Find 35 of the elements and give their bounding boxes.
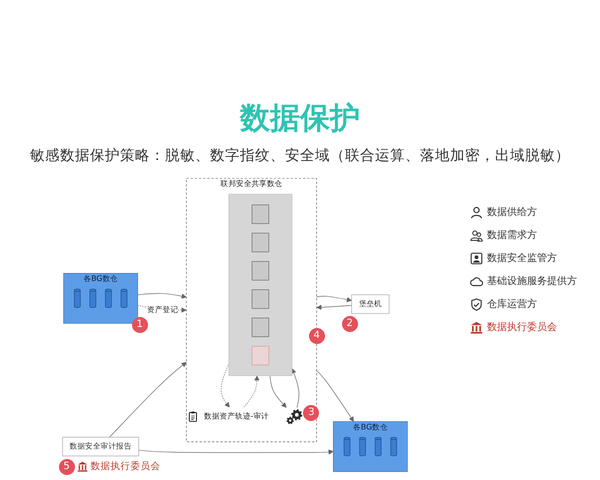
callout-number: 1 [132, 317, 148, 334]
callout-number: 5 [58, 458, 75, 475]
legend-text: 数据需求方 [487, 228, 537, 242]
arrow [316, 370, 354, 422]
legend-text: 数据安全监管方 [487, 252, 557, 265]
node-cylinder [390, 437, 398, 456]
node-box [252, 346, 270, 366]
legend-text: 仓库运营方 [487, 298, 537, 311]
arrow [138, 449, 334, 455]
node-cylinder [90, 288, 96, 308]
legend-text: 数据供给方 [487, 206, 537, 219]
arrow [270, 375, 287, 408]
node-cylinder [105, 288, 112, 308]
arrow [316, 304, 352, 310]
arrow [291, 368, 300, 408]
node-cylinder [374, 437, 382, 456]
legend-text: 基础设施服务提供方 [487, 274, 577, 288]
node-cylinder [74, 288, 81, 308]
subtitle: 敏感数据保护策略：脱敏、数字指纹、安全域（联合运算、落地加密，出域脱敏） [29, 146, 571, 166]
node-cylinder [120, 288, 128, 308]
legend-text: 数据执行委员会 [487, 320, 557, 334]
node-box [252, 261, 270, 280]
note-text: 数据执行委员会 [90, 460, 161, 473]
node-box [252, 232, 270, 252]
arrow [244, 376, 260, 408]
arrow [137, 293, 187, 299]
node-box [252, 318, 270, 338]
node-cylinder [344, 437, 350, 456]
node-box [252, 289, 270, 309]
title: 数据保护 [238, 100, 361, 138]
node-box [252, 204, 270, 224]
arrow [109, 362, 187, 438]
arrow [316, 296, 352, 302]
node-cylinder [359, 437, 366, 456]
callout-number: 2 [342, 316, 358, 332]
